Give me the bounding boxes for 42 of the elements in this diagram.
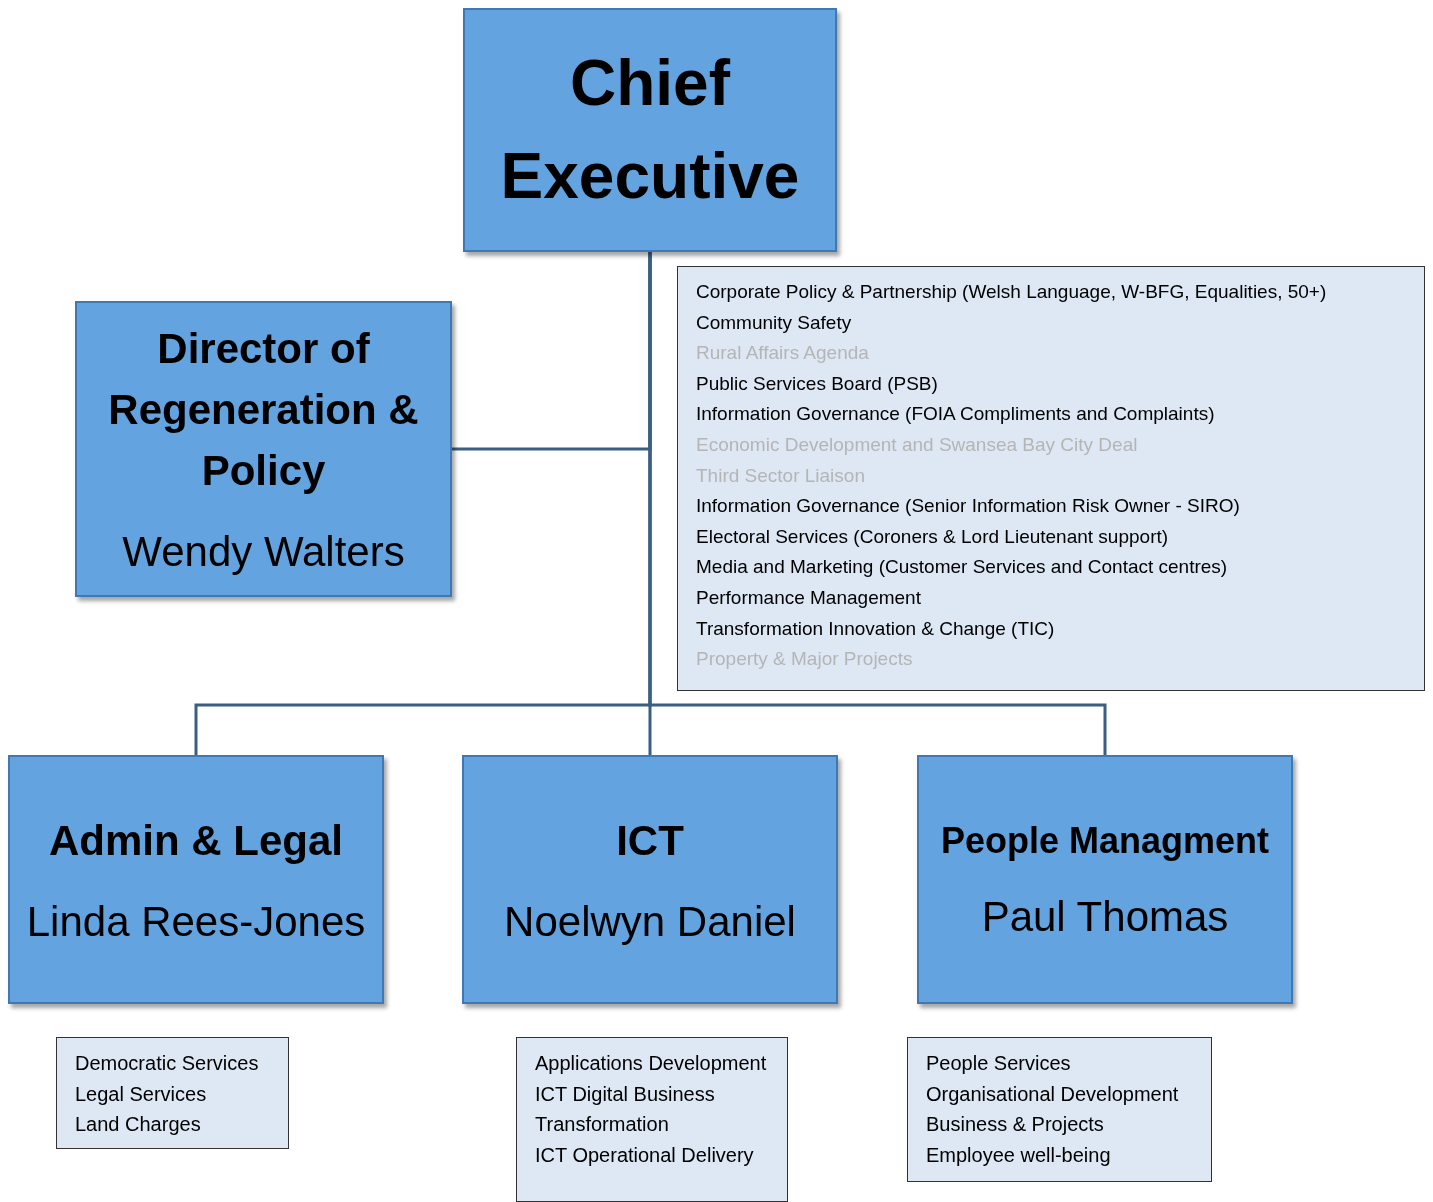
duty-item: Land Charges xyxy=(75,1112,202,1138)
role-box xyxy=(917,755,1293,1004)
duty-item: Performance Management xyxy=(696,585,922,610)
role-box xyxy=(75,301,452,597)
duty-item: Electoral Services (Coroners & Lord Lieutenant support) xyxy=(696,524,1170,549)
duty-item: Business & Projects xyxy=(926,1112,1105,1138)
duty-item: Property & Major Projects xyxy=(696,647,914,672)
duty-item: Economic Development and Swansea Bay City Deal xyxy=(696,432,1139,457)
duty-item: People Services xyxy=(926,1051,1072,1076)
duty-item: ICT Operational Delivery xyxy=(535,1142,755,1168)
role-box xyxy=(8,755,384,1004)
duty-item: Rural Affairs Agenda xyxy=(696,341,870,366)
duty-item: Public Services Board (PSB) xyxy=(696,371,939,396)
duty-item: Employee well-being xyxy=(926,1142,1112,1168)
role-title: ICT xyxy=(616,815,684,866)
duty-item: Democratic Services xyxy=(75,1051,260,1076)
connector-line xyxy=(648,252,1107,755)
role-title: Chief Executive xyxy=(499,46,801,214)
role-title: People Managment xyxy=(940,819,1270,864)
role-title: Admin & Legal xyxy=(49,815,343,866)
duties-panel xyxy=(907,1037,1212,1182)
duty-item: Community Safety xyxy=(696,310,853,335)
duty-item: Third Sector Liaison xyxy=(696,463,866,488)
duty-item: Media and Marketing (Customer Services and Contact centres) xyxy=(696,555,1229,580)
duty-item: Transformation Innovation & Change (TIC) xyxy=(696,616,1056,641)
person-name: Paul Thomas xyxy=(981,892,1229,943)
duty-item: Information Governance (FOIA Compliments and Complaints) xyxy=(696,402,1216,427)
duties-panel xyxy=(677,266,1425,691)
duty-item: Corporate Policy & Partnership (Welsh Language, W-BFG, Equalities, 50+) xyxy=(696,280,1328,304)
duty-item: Organisational Development xyxy=(926,1081,1180,1107)
person-name: Wendy Walters xyxy=(122,527,405,578)
duties-panel xyxy=(56,1037,289,1149)
person-name: Noelwyn Daniel xyxy=(504,896,796,947)
duty-item: Legal Services xyxy=(75,1081,208,1107)
duty-item: Applications Development xyxy=(535,1051,768,1076)
person-name: Linda Rees-Jones xyxy=(26,896,366,947)
duty-item: Information Governance (Senior Information Risk Owner - SIRO) xyxy=(696,494,1241,519)
role-title: Director of Regeneration & Policy xyxy=(107,324,420,497)
duty-item: ICT Digital Business Transformation xyxy=(535,1081,716,1138)
duties-panel xyxy=(516,1037,788,1202)
role-box xyxy=(462,755,838,1004)
role-box xyxy=(463,8,837,252)
